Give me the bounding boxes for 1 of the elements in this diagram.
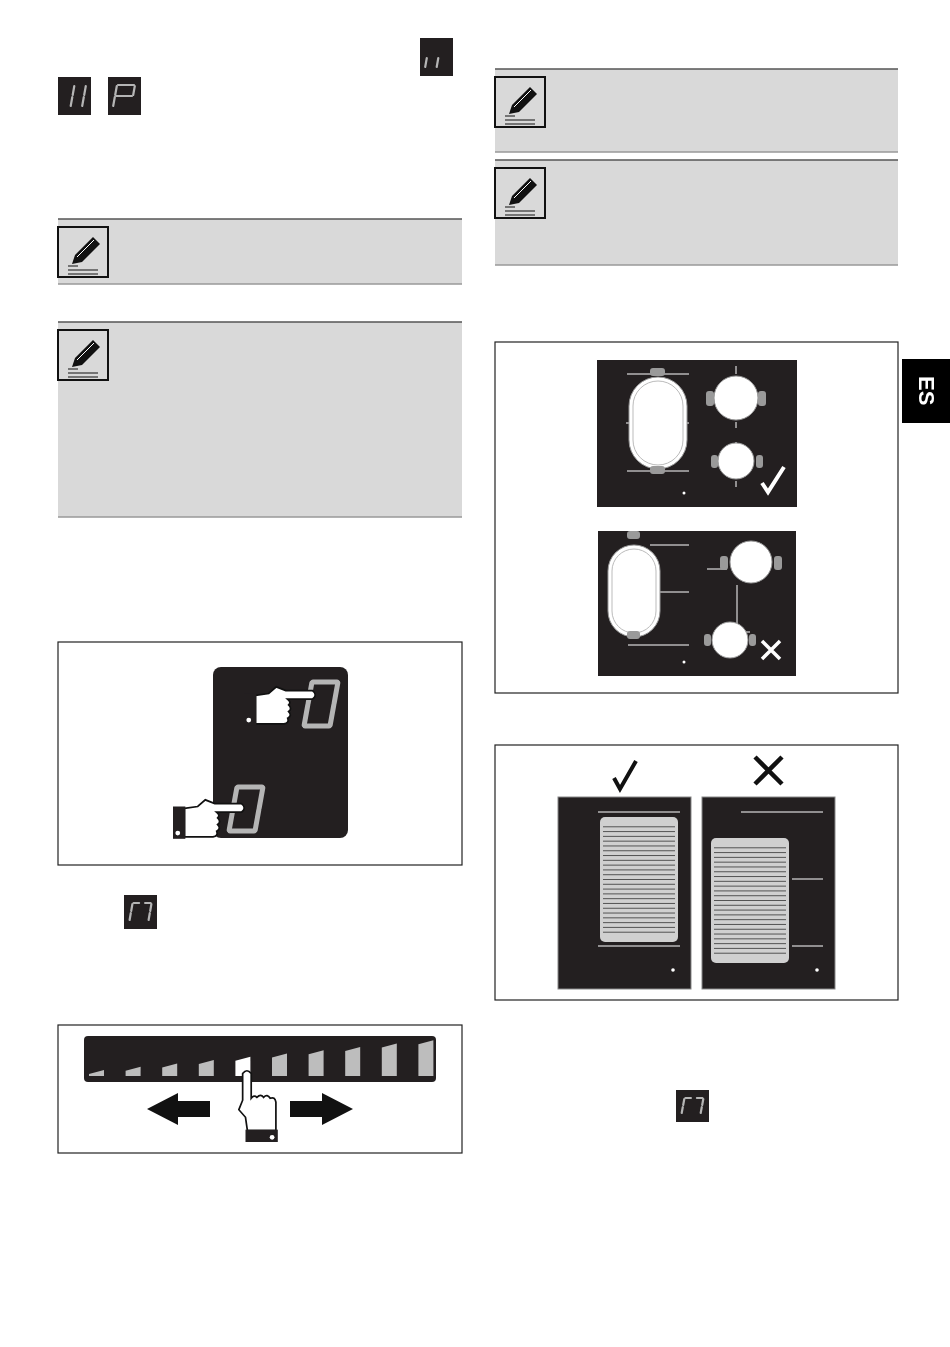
language-tab: ES (902, 359, 950, 423)
